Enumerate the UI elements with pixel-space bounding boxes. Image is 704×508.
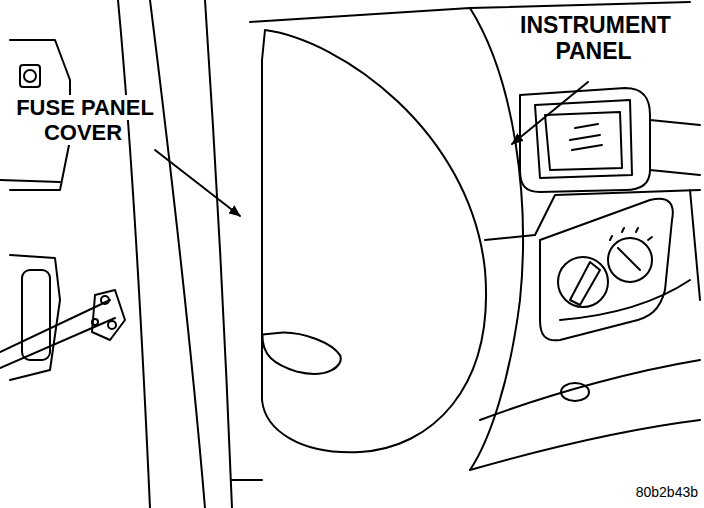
part-label-text: FUSE PANEL COVER [14, 95, 154, 145]
part-label-text: INSTRUMENT PANEL [518, 12, 671, 64]
part-label: FUSE PANEL COVER [4, 95, 164, 146]
part-label: INSTRUMENT PANEL [492, 12, 697, 65]
figure-code: 80b2b43b [606, 484, 700, 500]
figure-code-text: 80b2b43b [634, 484, 700, 500]
